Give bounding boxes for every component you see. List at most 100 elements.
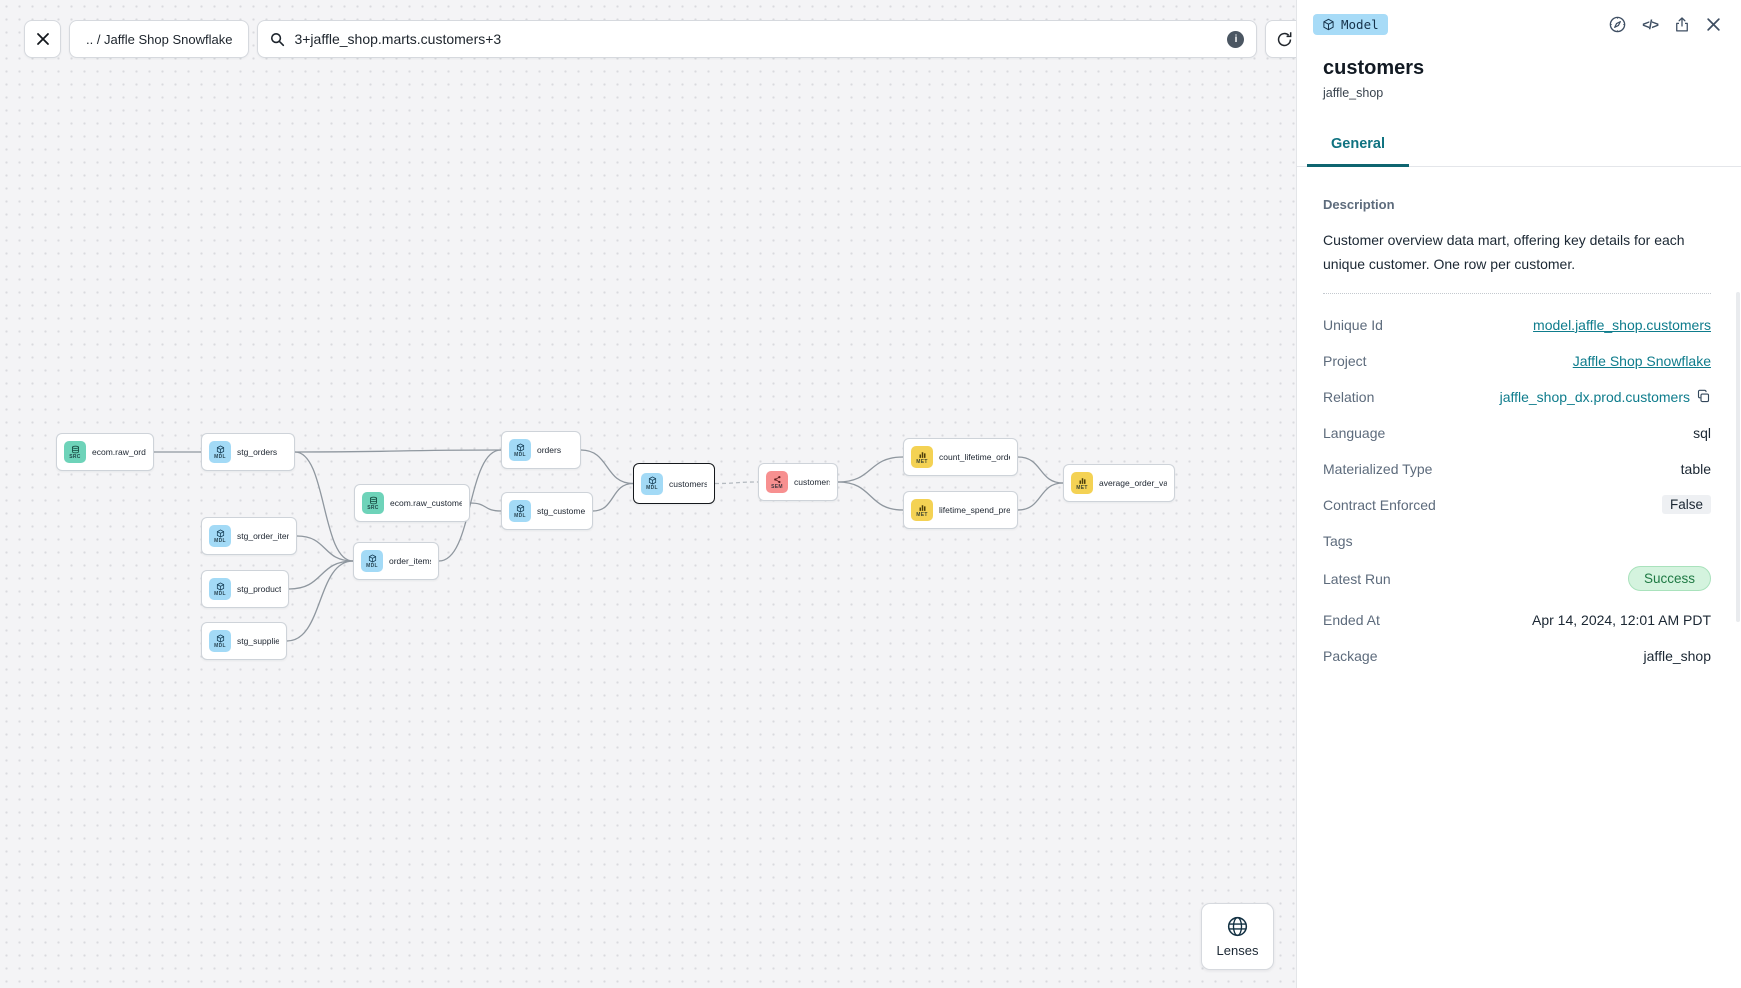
lenses-label: Lenses (1216, 943, 1259, 958)
field-value: jaffle_shop (1643, 647, 1711, 664)
node-label: orders (537, 445, 562, 455)
metric-icon: MET (911, 499, 933, 521)
model-icon: MDL (209, 441, 231, 463)
node-label: ecom.raw_customers (390, 498, 462, 508)
graph-node-count_lifetime_orders[interactable]: MET count_lifetime_orders (903, 438, 1018, 476)
breadcrumb-label: .. / Jaffle Shop Snowflake (86, 31, 233, 47)
page-title: customers (1323, 57, 1425, 79)
model-icon: MDL (209, 578, 231, 600)
search-icon (271, 32, 285, 46)
lineage-edge (592, 482, 634, 512)
tab-general[interactable]: General (1307, 126, 1409, 167)
refresh-button[interactable] (1265, 20, 1296, 58)
field-row-language: Language sql (1323, 422, 1711, 443)
close-icon (36, 33, 49, 45)
graph-node-lifetime_spend_pretax[interactable]: MET lifetime_spend_pretax (903, 491, 1018, 529)
field-label: Latest Run (1323, 570, 1391, 587)
field-value: table (1680, 460, 1711, 477)
source-icon: SRC (64, 441, 86, 463)
node-label: stg_supplies (237, 636, 279, 646)
model-icon: MDL (509, 500, 531, 522)
graph-node-stg_order_items[interactable]: MDL stg_order_items (201, 517, 297, 555)
lineage-edge (714, 481, 759, 485)
share-icon[interactable] (1673, 15, 1691, 34)
node-label: lifetime_spend_pretax (939, 505, 1010, 515)
field-label: Unique Id (1323, 316, 1383, 333)
refresh-icon (1278, 31, 1292, 46)
field-value-link[interactable]: Jaffle Shop Snowflake (1572, 352, 1711, 369)
field-row-tags: Tags (1323, 530, 1711, 551)
graph-node-order_items[interactable]: MDL order_items (353, 542, 439, 580)
model-icon: MDL (509, 439, 531, 461)
node-label: stg_order_items (237, 531, 289, 541)
model-cube-icon (1323, 18, 1334, 31)
description-label: Description (1323, 197, 1395, 212)
section-divider (1323, 293, 1711, 294)
model-icon: MDL (209, 630, 231, 652)
lineage-search[interactable]: 3+jaffle_shop.marts.customers+3 i (257, 20, 1258, 58)
info-icon[interactable]: i (1227, 30, 1245, 48)
close-panel-icon[interactable] (1706, 17, 1721, 32)
metric-icon: MET (911, 446, 933, 468)
lineage-edge (286, 560, 354, 642)
panel-scrollbar[interactable] (1736, 292, 1740, 622)
graph-node-orders[interactable]: MDL orders (501, 431, 581, 469)
node-label: ecom.raw_orders (92, 447, 146, 457)
field-row-unique-id: Unique Id model.jaffle_shop.customers (1323, 314, 1711, 335)
field-value: jaffle_shop_dx.prod.customers (1500, 389, 1711, 405)
lineage-edge (837, 481, 904, 511)
model-icon: MDL (209, 525, 231, 547)
graph-node-raw_orders[interactable]: SRC ecom.raw_orders (56, 433, 154, 471)
panel-tabs: General (1297, 100, 1741, 167)
lenses-button[interactable]: Lenses (1201, 903, 1274, 970)
resource-type-badge: Model (1313, 14, 1388, 35)
run-status-badge[interactable]: Success (1627, 566, 1711, 591)
resource-type-label: Model (1341, 17, 1379, 32)
lineage-edge (580, 449, 634, 485)
node-label: stg_products (237, 584, 281, 594)
node-label: customers (794, 477, 830, 487)
lineage-toolbar: .. / Jaffle Shop Snowflake 3+jaffle_shop… (24, 20, 1296, 58)
lineage-edge (1017, 482, 1064, 511)
node-label: average_order_value (1099, 478, 1167, 488)
graph-node-raw_customers[interactable]: SRC ecom.raw_customers (354, 484, 470, 522)
lineage-edge (469, 502, 502, 512)
source-icon: SRC (362, 492, 384, 514)
breadcrumb[interactable]: .. / Jaffle Shop Snowflake (69, 20, 250, 58)
field-label: Tags (1323, 532, 1353, 549)
field-value-link[interactable]: model.jaffle_shop.customers (1533, 316, 1711, 333)
relation-value: jaffle_shop_dx.prod.customers (1499, 388, 1690, 405)
lineage-canvas[interactable]: SRCecom.raw_ordersMDLstg_ordersSRCecom.r… (0, 0, 1297, 988)
field-label: Project (1323, 352, 1367, 369)
search-input[interactable]: 3+jaffle_shop.marts.customers+3 (294, 31, 502, 47)
close-lineage-button[interactable] (24, 20, 61, 58)
field-row-latest-run: Latest Run Success (1323, 566, 1711, 591)
lineage-edge (288, 560, 354, 590)
node-label: count_lifetime_orders (939, 452, 1010, 462)
field-value: Apr 14, 2024, 12:01 AM PDT (1532, 611, 1711, 628)
field-value: sql (1693, 424, 1711, 441)
code-icon[interactable]: </> (1642, 17, 1659, 32)
node-label: order_items (389, 556, 431, 566)
field-label: Package (1323, 647, 1378, 664)
field-row-project: Project Jaffle Shop Snowflake (1323, 350, 1711, 371)
explore-compass-icon[interactable] (1608, 15, 1627, 34)
lineage-edge (294, 451, 354, 562)
details-panel: Model </> (1297, 0, 1741, 988)
model-icon: MDL (361, 550, 383, 572)
field-label: Language (1323, 424, 1386, 441)
lineage-edge (1017, 456, 1064, 484)
field-label: Relation (1323, 388, 1375, 405)
copy-icon[interactable] (1696, 389, 1711, 404)
graph-node-stg_supplies[interactable]: MDL stg_supplies (201, 622, 287, 660)
graph-node-stg_products[interactable]: MDL stg_products (201, 570, 289, 608)
